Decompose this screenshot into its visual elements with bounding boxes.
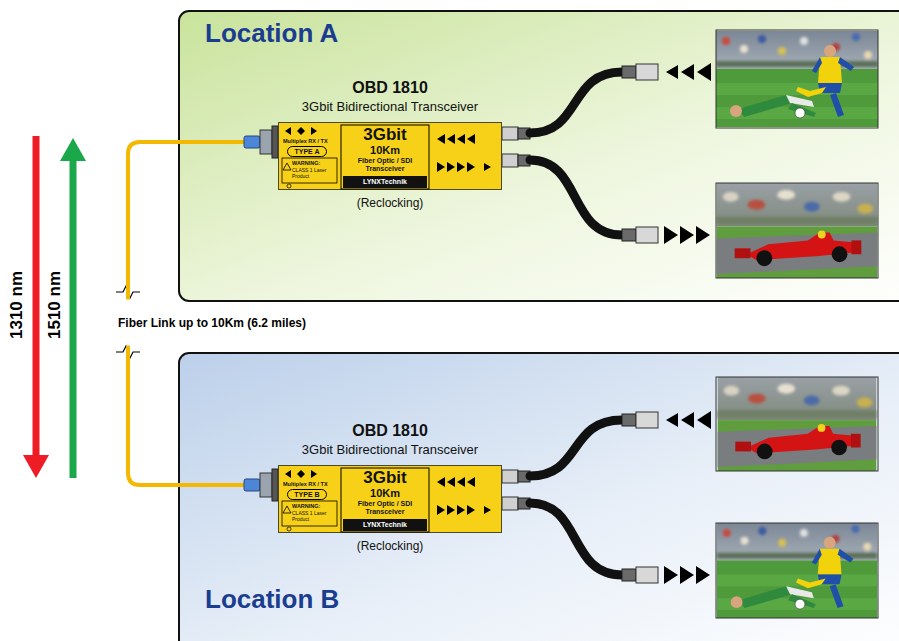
signal-direction-arrows bbox=[666, 411, 711, 429]
bnc-connector bbox=[622, 412, 658, 428]
product-text: Fiber Optic / SDI Transceiver bbox=[345, 500, 425, 516]
location-panel bbox=[179, 353, 899, 641]
fiber-plug bbox=[244, 469, 278, 501]
picture-frame bbox=[716, 183, 878, 278]
location-panel: Location AOBD 18103Gbit Bidirectional Tr… bbox=[178, 10, 899, 302]
video-picture bbox=[716, 31, 878, 127]
warning-heading: WARNING: bbox=[292, 503, 320, 509]
model-description: 3Gbit Bidirectional Transceiver bbox=[302, 100, 478, 114]
video-cable bbox=[530, 420, 622, 476]
picture-frame bbox=[716, 377, 878, 471]
model-description: 3Gbit Bidirectional Transceiver bbox=[302, 443, 478, 457]
bnc-connector bbox=[622, 64, 658, 80]
wavelength-label: 1310 nm bbox=[7, 271, 27, 339]
video-picture bbox=[718, 377, 877, 471]
wavelength-arrow bbox=[23, 136, 49, 478]
location-panel: Location BOBD 18103Gbit Bidirectional Tr… bbox=[178, 352, 899, 641]
wavelength-arrow bbox=[60, 138, 86, 478]
bnc-connector bbox=[622, 227, 658, 243]
wavelength-label: 1510 nm bbox=[45, 271, 65, 339]
port-caption: Multiplex RX / TX bbox=[283, 138, 328, 144]
bnc-connector bbox=[622, 567, 658, 583]
speed-text: 3Gbit bbox=[341, 126, 429, 144]
location-title: Location B bbox=[205, 584, 339, 615]
video-cable bbox=[530, 72, 622, 133]
distance-text: 10Km bbox=[341, 487, 429, 499]
video-picture bbox=[717, 183, 877, 278]
model-name: OBD 1810 bbox=[352, 79, 428, 97]
video-io-group bbox=[502, 377, 878, 618]
signal-direction-arrows bbox=[664, 566, 710, 584]
product-text: Fiber Optic / SDI Transceiver bbox=[345, 157, 425, 173]
warning-text: CLASS 1 Laser Product bbox=[292, 167, 335, 179]
video-io-group bbox=[502, 30, 878, 278]
warning-heading: WARNING: bbox=[292, 160, 320, 166]
video-picture bbox=[717, 523, 877, 618]
signal-direction-arrows bbox=[664, 226, 710, 244]
speed-text: 3Gbit bbox=[341, 469, 429, 487]
brand-text: LYNXTechnik bbox=[343, 176, 427, 188]
transceiver-unit: OBD 18103Gbit Bidirectional TransceiverM… bbox=[278, 465, 502, 533]
model-name: OBD 1810 bbox=[352, 422, 428, 440]
fiber-link bbox=[128, 142, 278, 485]
video-cable bbox=[530, 503, 622, 575]
transceiver-unit: OBD 18103Gbit Bidirectional TransceiverM… bbox=[278, 122, 502, 190]
picture-frame bbox=[716, 30, 878, 128]
location-panel bbox=[179, 11, 899, 301]
link-label: Fiber Link up to 10Km (6.2 miles) bbox=[116, 316, 308, 330]
warning-text: CLASS 1 Laser Product bbox=[292, 510, 335, 522]
type-badge: TYPE B bbox=[287, 489, 327, 500]
location-title: Location A bbox=[205, 18, 338, 49]
distance-text: 10Km bbox=[341, 144, 429, 156]
reclocking-note: (Reclocking) bbox=[357, 540, 424, 553]
video-cable bbox=[530, 160, 622, 235]
picture-frame bbox=[716, 523, 878, 618]
type-badge: TYPE A bbox=[287, 146, 327, 157]
fiber-plug bbox=[244, 126, 278, 158]
reclocking-note: (Reclocking) bbox=[357, 197, 424, 210]
signal-direction-arrows bbox=[666, 63, 711, 81]
brand-text: LYNXTechnik bbox=[343, 519, 427, 531]
port-caption: Multiplex RX / TX bbox=[283, 481, 328, 487]
